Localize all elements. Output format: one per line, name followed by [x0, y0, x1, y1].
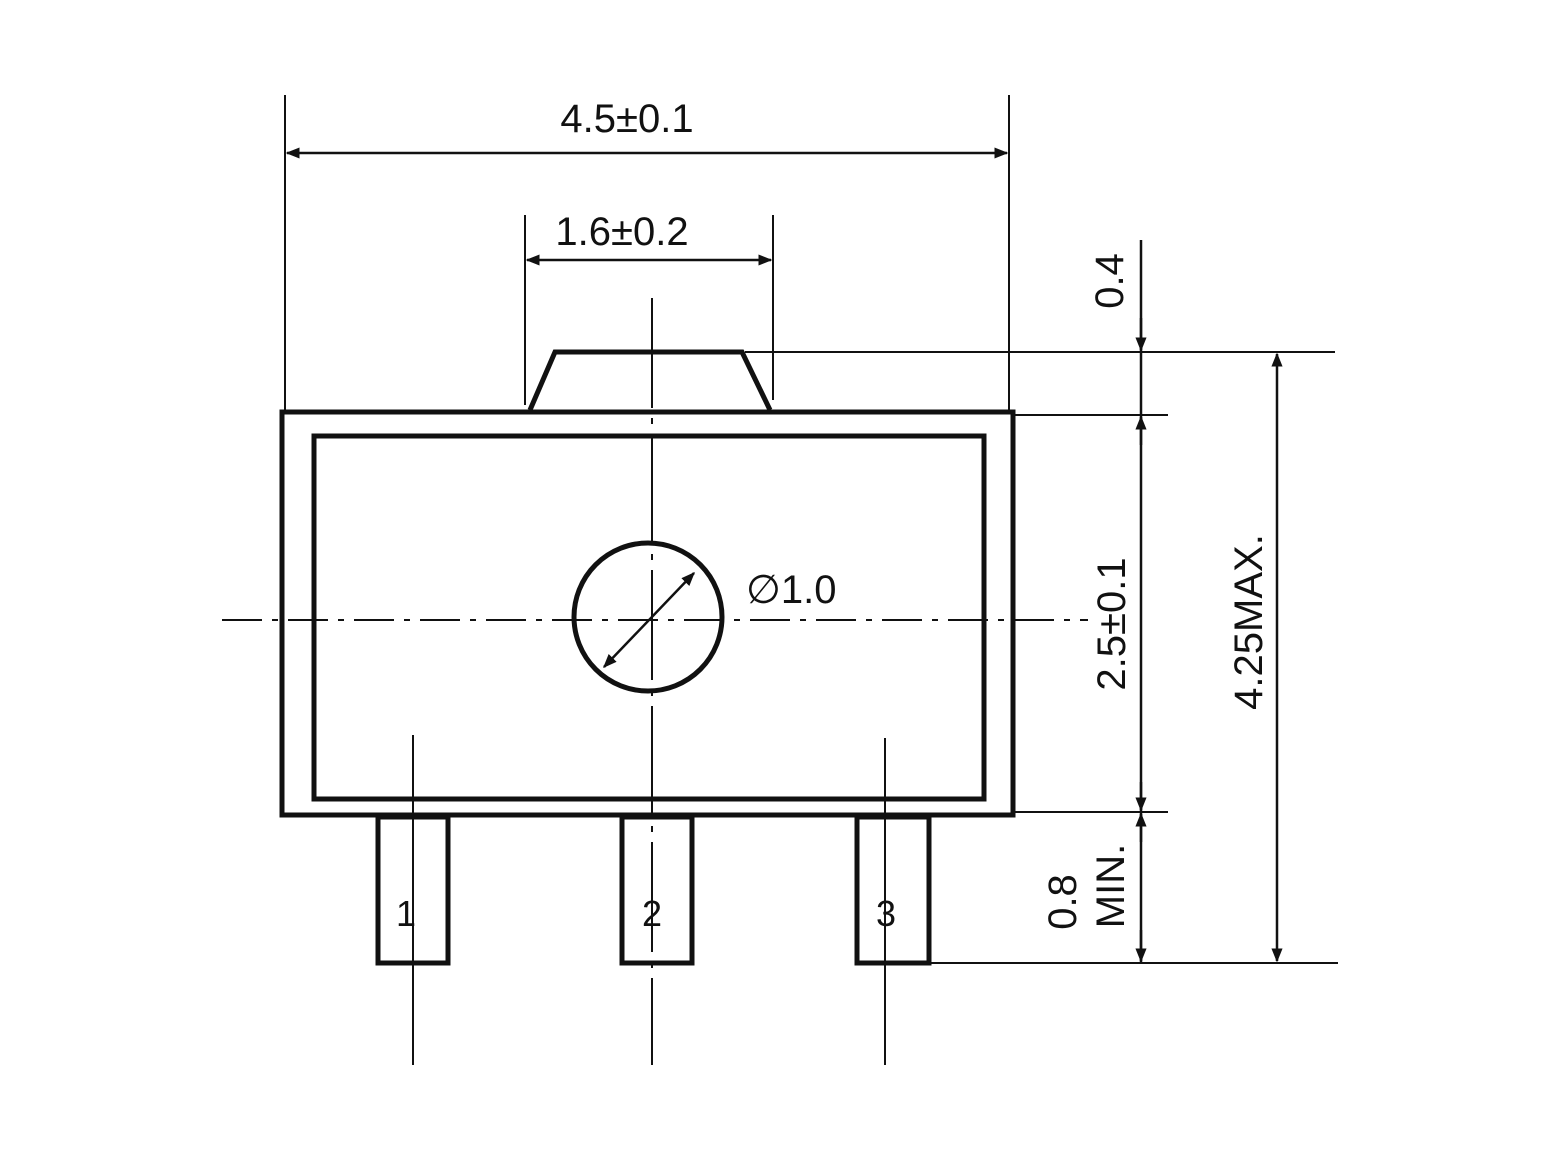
package-body-outer: [279, 409, 1016, 818]
package-body-inner: [311, 433, 987, 802]
pin-2-label: 2: [642, 893, 662, 934]
lead-length-value-label: 0.8: [1041, 874, 1085, 930]
pin-1-label: 1: [396, 893, 416, 934]
lead-length-note-label: MIN.: [1089, 844, 1133, 928]
lead-3: [854, 814, 932, 966]
tab-height-label: 0.4: [1088, 253, 1132, 309]
tab-outline: [527, 349, 773, 412]
lead-2: [619, 814, 695, 966]
hole-diameter-label: ∅1.0: [746, 568, 836, 612]
total-height-label: 4.25MAX.: [1227, 534, 1271, 710]
overall-width-label: 4.5±0.1: [560, 97, 693, 141]
tab-width-label: 1.6±0.2: [555, 210, 688, 254]
body-height-label: 2.5±0.1: [1090, 557, 1134, 690]
extension-lines: [284, 95, 1338, 964]
pin-3-label: 3: [876, 893, 896, 934]
mounting-hole: [571, 540, 725, 694]
